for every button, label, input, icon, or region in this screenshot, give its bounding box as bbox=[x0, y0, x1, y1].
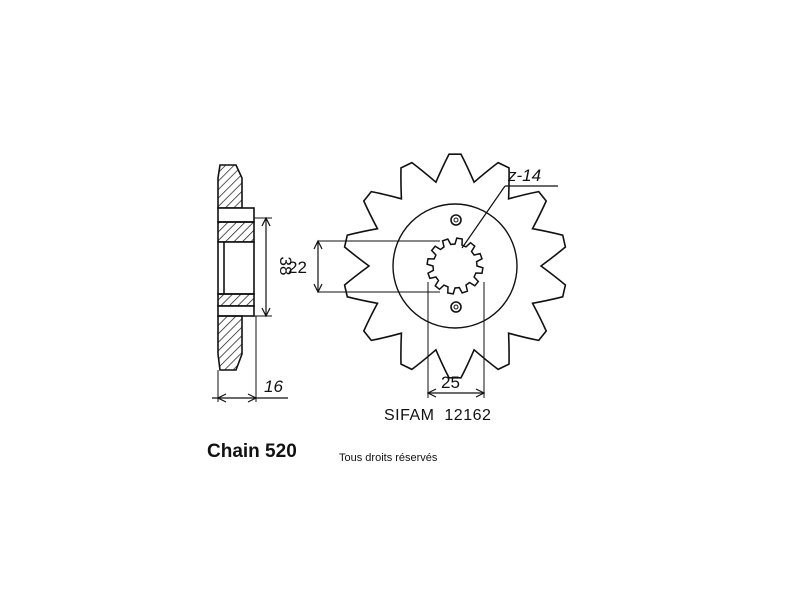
dim-16-label: 16 bbox=[264, 377, 283, 396]
mounting-hole-bottom bbox=[450, 301, 462, 313]
mounting-hole-top bbox=[450, 214, 462, 226]
teeth-label: z-14 bbox=[507, 166, 541, 185]
side-hub-lower-hatch bbox=[217, 293, 255, 307]
dim-25-label: 25 bbox=[441, 373, 460, 392]
teeth-leader bbox=[461, 185, 506, 249]
side-hub-upper-hatch bbox=[217, 221, 255, 243]
front-view bbox=[313, 153, 567, 398]
part-reference: SIFAM 12162 bbox=[384, 407, 491, 424]
hub-circle bbox=[392, 203, 518, 329]
dim-38-label: 38 bbox=[276, 257, 295, 276]
dim-22-label: 22 bbox=[288, 258, 307, 277]
rights-notice: Tous droits réservés bbox=[339, 452, 438, 464]
side-hub-lower-band bbox=[217, 305, 255, 317]
side-lower-tooth bbox=[217, 315, 243, 371]
side-profile-view bbox=[212, 164, 288, 403]
side-upper-tooth bbox=[217, 164, 243, 209]
spline-bore bbox=[426, 237, 484, 295]
chain-label: Chain 520 bbox=[207, 441, 297, 462]
side-hub-upper-band bbox=[217, 207, 255, 223]
